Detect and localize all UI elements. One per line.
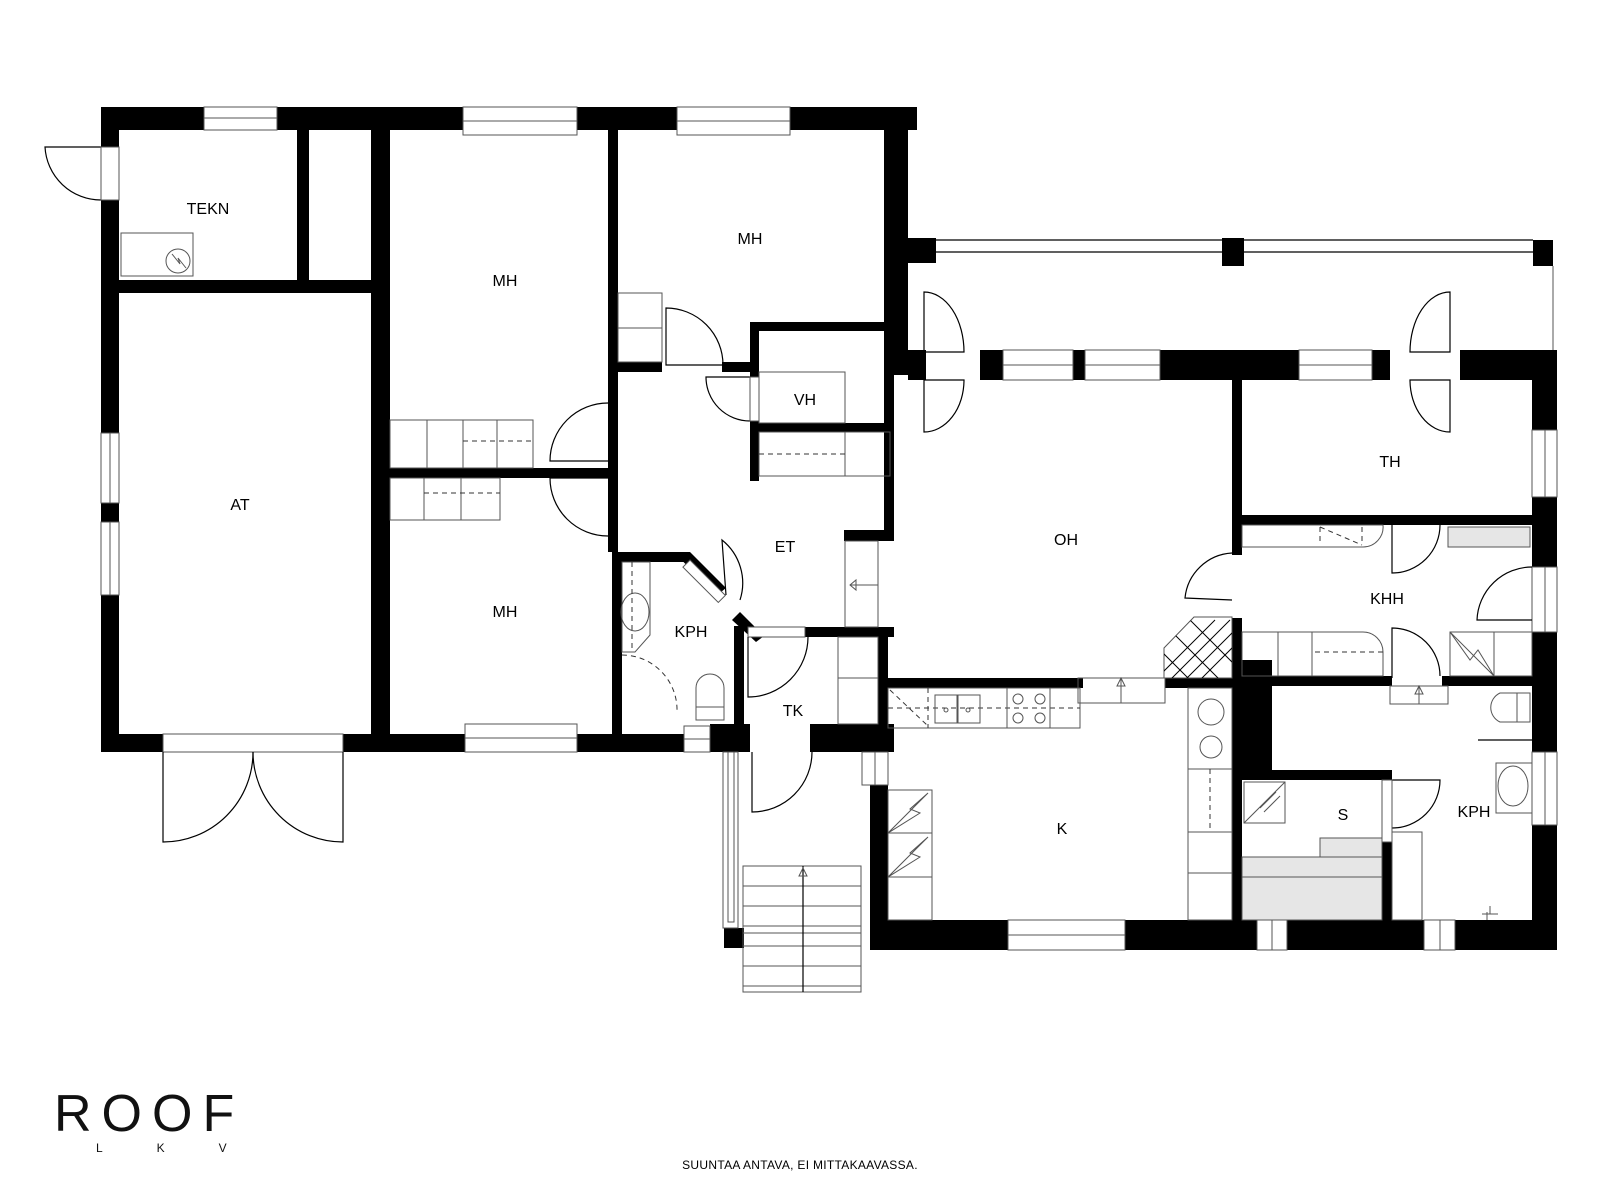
room-label-kph: KPH: [1458, 804, 1491, 821]
room-labels: TEKN MH MH AT VH ET MH KPH TK OH TH KHH …: [187, 201, 1491, 838]
room-label-mh: MH: [493, 604, 518, 621]
room-label-th: TH: [1379, 454, 1400, 471]
room-label-tekn: TEKN: [187, 201, 230, 218]
room-label-mh: MH: [738, 231, 763, 248]
room-label-et: ET: [775, 539, 796, 556]
walls: [101, 107, 1557, 950]
doors: [44, 146, 1533, 843]
fixtures: [120, 232, 1533, 993]
room-label-at: AT: [230, 497, 249, 514]
room-label-tk: TK: [783, 703, 804, 720]
room-label-kph: KPH: [675, 624, 708, 641]
room-label-k: K: [1057, 821, 1068, 838]
room-label-khh: KHH: [1370, 591, 1404, 608]
room-label-mh: MH: [493, 273, 518, 290]
veranda-rail: [936, 239, 1554, 350]
room-label-s: S: [1338, 807, 1349, 824]
fireplace: [1163, 616, 1233, 679]
brand-logo: ROOF: [54, 1085, 245, 1143]
scale-disclaimer: SUUNTAA ANTAVA, EI MITTAKAAVASSA.: [682, 1158, 918, 1172]
room-label-vh: VH: [794, 392, 816, 409]
brand-logo-subtitle: LKV: [96, 1141, 281, 1155]
windows: [100, 106, 1558, 951]
room-label-oh: OH: [1054, 532, 1078, 549]
